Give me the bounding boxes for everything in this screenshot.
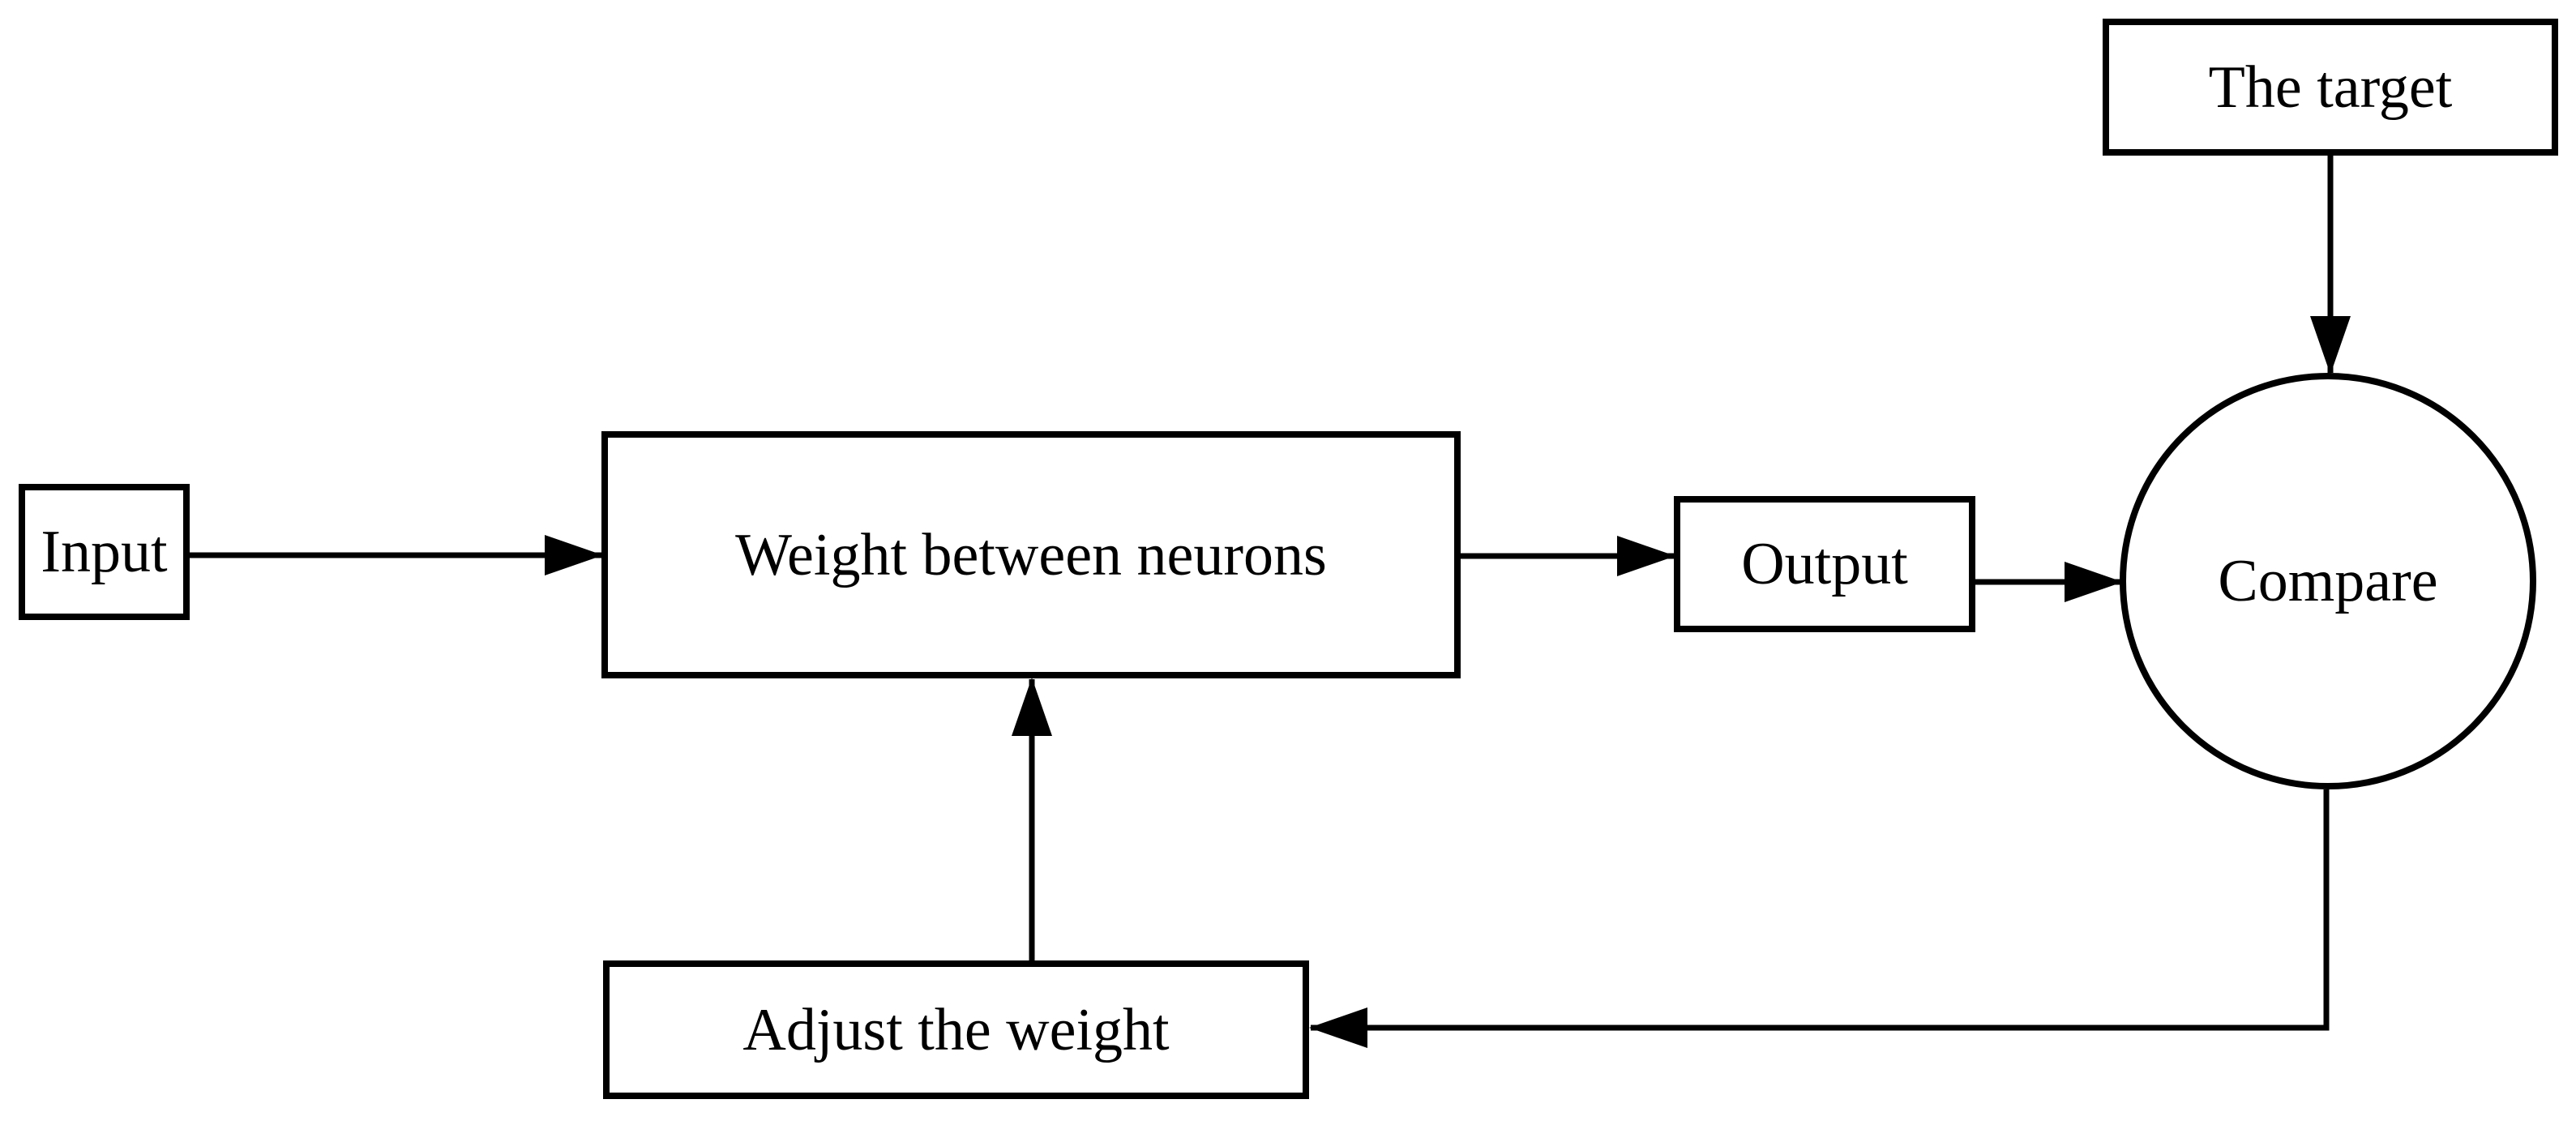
node-adjust-the-weight-label: Adjust the weight	[742, 996, 1170, 1063]
node-input-label: Input	[41, 519, 168, 585]
node-weight-between-neurons-label: Weight between neurons	[735, 521, 1327, 588]
node-input: Input	[19, 484, 190, 620]
edge-compare-to-adjust	[1309, 789, 2330, 1048]
node-compare-label: Compare	[2218, 548, 2438, 614]
node-output: Output	[1674, 496, 1975, 632]
node-the-target-label: The target	[2208, 53, 2453, 121]
node-the-target: The target	[2103, 19, 2558, 156]
node-compare: Compare	[2120, 373, 2536, 789]
node-adjust-the-weight: Adjust the weight	[603, 960, 1309, 1099]
node-weight-between-neurons: Weight between neurons	[601, 431, 1461, 678]
node-output-label: Output	[1741, 531, 1908, 597]
